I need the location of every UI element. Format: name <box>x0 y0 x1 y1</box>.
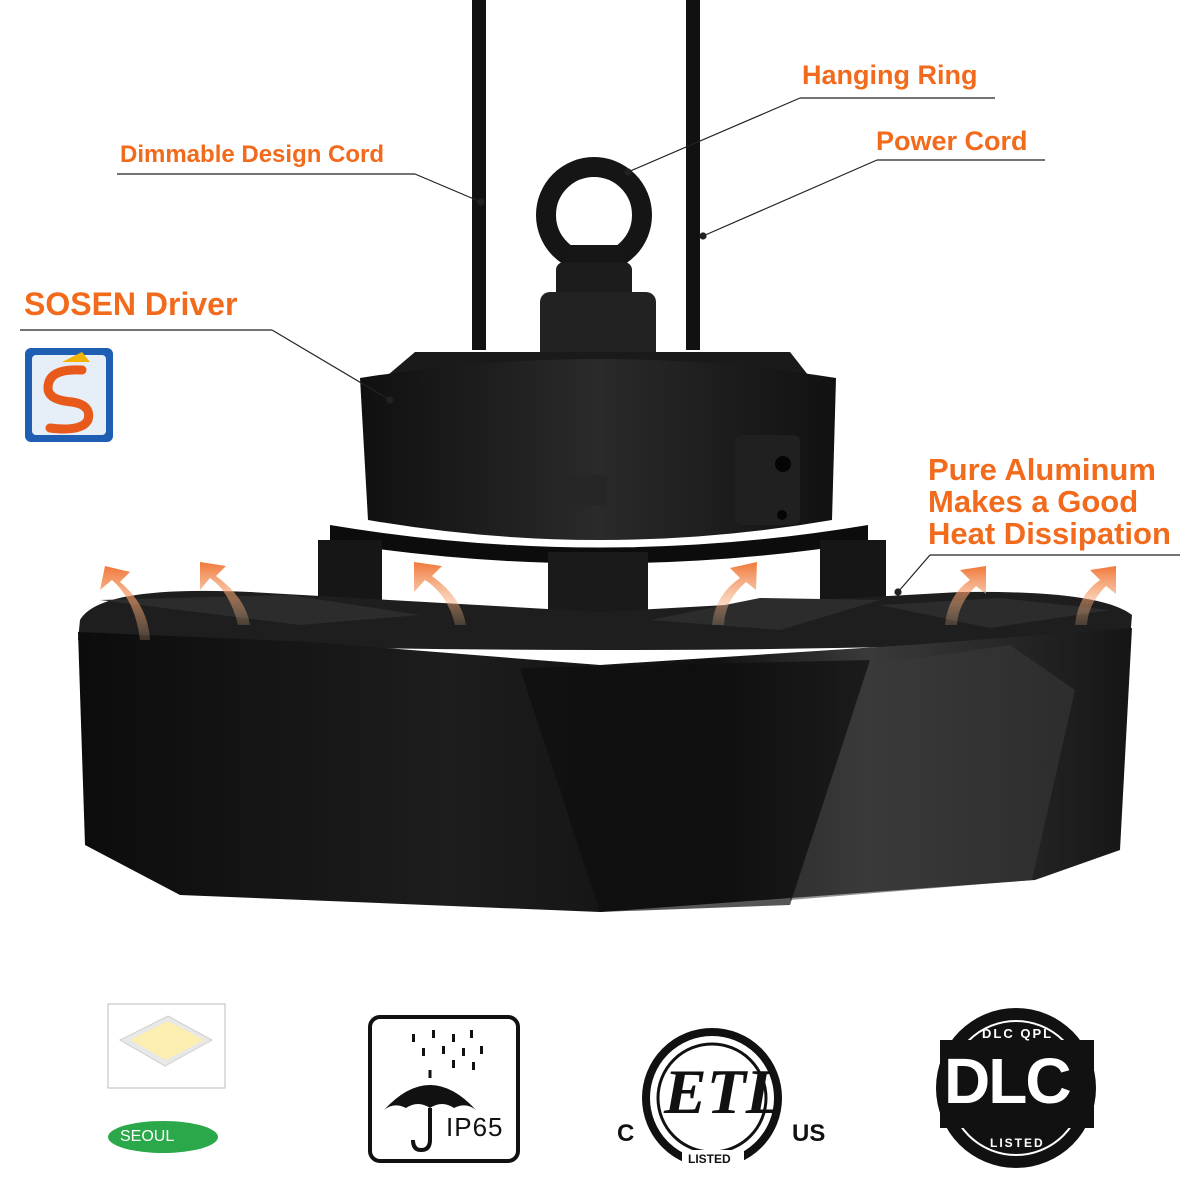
dimmable-cord <box>472 0 486 350</box>
power-cord-label: Power Cord <box>876 126 1028 156</box>
heat-sink-fins <box>78 590 1132 650</box>
seoul-label: SEOUL <box>120 1128 175 1145</box>
etl-us-label: US <box>792 1120 826 1147</box>
leader-lines <box>20 97 1180 596</box>
heat-label-line-3: Heat Dissipation <box>928 516 1171 551</box>
power-cord <box>686 0 700 350</box>
dlc-qpl-label: DLC QPL <box>982 1026 1054 1041</box>
etl-listed-label: LISTED <box>688 1152 731 1166</box>
dlc-badge <box>936 1008 1096 1168</box>
etl-c-label: C <box>617 1120 635 1147</box>
seoul-led-badge <box>107 1003 226 1153</box>
heat-label-line-2: Makes a Good <box>928 484 1139 519</box>
driver-label: SOSEN Driver <box>24 286 238 322</box>
dlc-mark: DLC <box>944 1045 1072 1117</box>
hanging-ring-label: Hanging Ring <box>802 60 978 90</box>
heat-sink-body <box>78 628 1132 912</box>
heat-dissipation-label: Pure Aluminum Makes a Good Heat Dissipat… <box>928 454 1198 550</box>
ip65-badge <box>368 1015 520 1163</box>
hanging-ring <box>536 157 652 302</box>
sosen-logo <box>25 348 113 442</box>
heat-label-line-1: Pure Aluminum <box>928 452 1156 487</box>
ip65-label: IP65 <box>446 1112 504 1142</box>
etl-listed-badge <box>642 1028 782 1168</box>
dimmable-cord-label: Dimmable Design Cord <box>120 141 385 168</box>
etl-mark: ETL <box>664 1056 785 1127</box>
driver-housing <box>330 292 868 564</box>
dlc-listed-label: LISTED <box>990 1136 1045 1150</box>
heat-flow-arrows <box>100 562 1116 640</box>
